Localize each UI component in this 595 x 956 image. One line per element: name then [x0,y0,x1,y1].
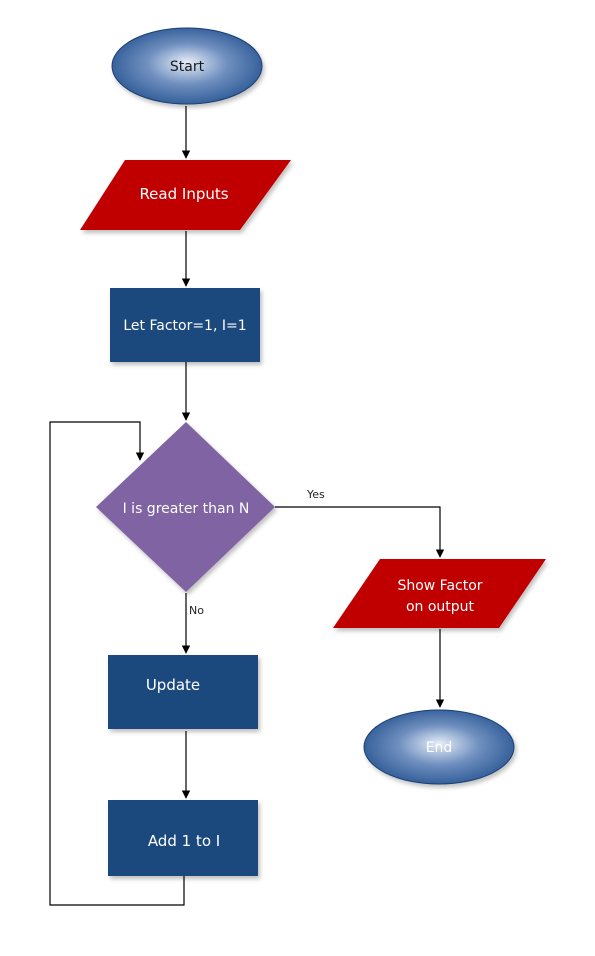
edge-loop-back-to-check [49,421,185,906]
check-label: I is greater than N [123,501,250,517]
show-factor-label-line1: Show Factor [397,578,482,594]
init-node: Let Factor=1, I=1 [110,288,260,362]
start-node: Start [111,27,263,105]
read-inputs-label: Read Inputs [139,185,228,203]
start-label: Start [170,59,205,75]
update-node: Update [108,655,258,729]
update-label: Update [146,676,200,694]
end-node: End [363,709,515,785]
increment-label: Add 1 to I [148,832,220,850]
show-factor-node: Show Factor on output [333,559,546,628]
show-factor-label-line2: on output [406,599,475,615]
init-label: Let Factor=1, I=1 [123,318,246,334]
yes-label: Yes [306,488,325,501]
edge-check-yes-to-show [275,506,445,558]
read-inputs-node: Read Inputs [80,160,291,230]
increment-node: Add 1 to I [108,800,258,876]
no-label: No [189,604,204,617]
end-label: End [426,740,453,756]
check-node: I is greater than N [96,422,275,592]
